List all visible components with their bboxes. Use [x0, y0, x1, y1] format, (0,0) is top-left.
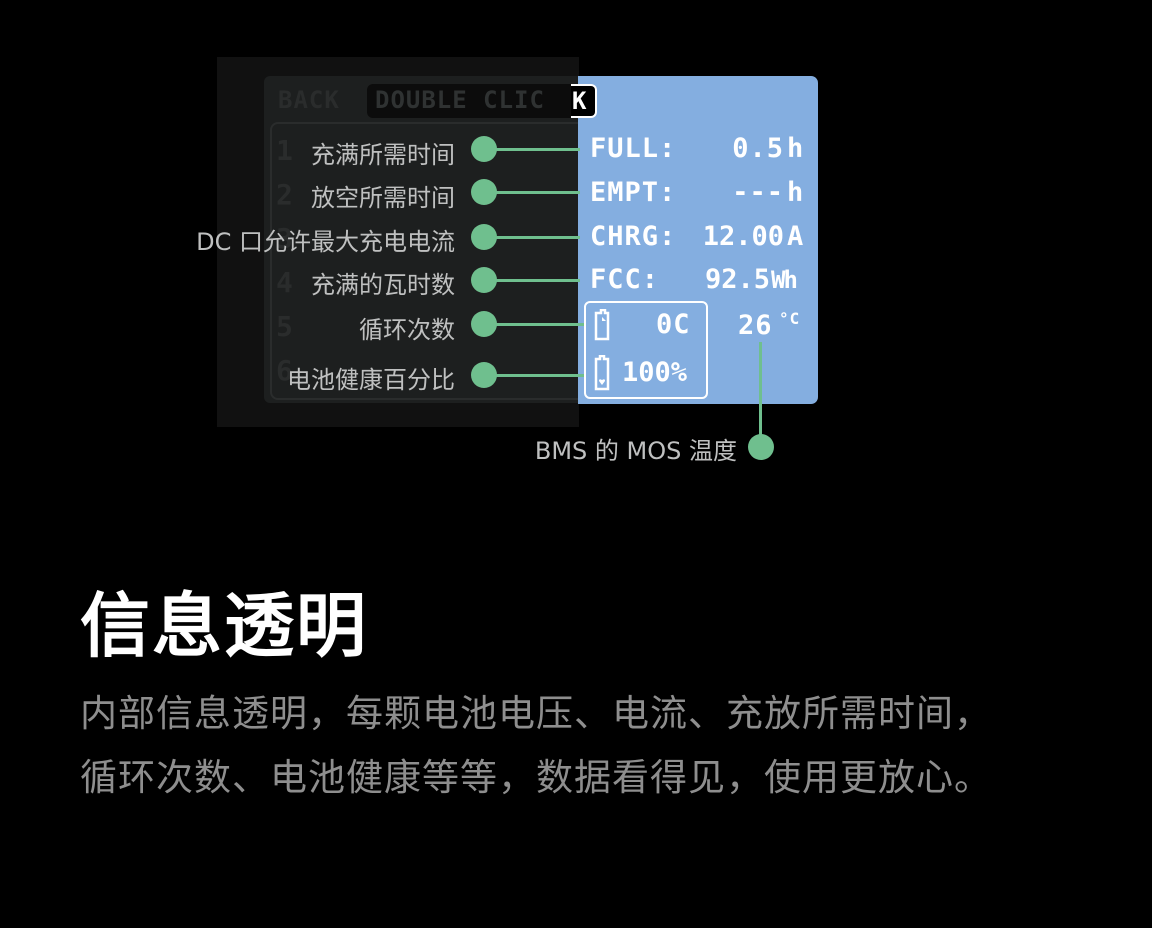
marker-dot-cycles	[471, 311, 497, 337]
full-unit: h	[787, 133, 805, 164]
charge-unit: A	[787, 221, 805, 252]
charge-value: 12.00	[702, 221, 784, 252]
double-click-label: DOUBLE CLIC	[367, 84, 596, 118]
description-line-1: 内部信息透明，每颗电池电压、电流、充放所需时间，	[80, 692, 992, 735]
marker-dot-fcc	[471, 267, 497, 293]
section-description: 内部信息透明，每颗电池电压、电流、充放所需时间， 循环次数、电池健康等等，数据看…	[80, 682, 1080, 810]
ghost-row-2: 2	[276, 178, 293, 211]
empty-value: ---	[732, 177, 784, 208]
marker-dot-full	[471, 136, 497, 162]
marker-dot-dc	[471, 224, 497, 250]
dimmed-inner-frame	[270, 122, 578, 400]
ghost-row-4: 4	[276, 266, 293, 299]
annotation-dc-current: DC 口允许最大充电电流	[196, 228, 455, 256]
connector-line-temp	[759, 342, 762, 448]
info-screen	[578, 76, 818, 404]
battery-charge-icon	[594, 309, 610, 341]
annotation-empty-time: 放空所需时间	[311, 184, 455, 212]
full-label: FULL:	[590, 133, 677, 164]
section-title: 信息透明	[80, 585, 368, 667]
fcc-label: FCC:	[590, 264, 660, 295]
connector-line-health	[484, 374, 584, 377]
description-line-2: 循环次数、电池健康等等，数据看得见，使用更放心。	[80, 756, 992, 799]
annotation-cycles: 循环次数	[359, 316, 455, 344]
marker-dot-temp	[748, 434, 774, 460]
double-click-highlight: K	[571, 84, 597, 118]
ghost-row-6: 6	[276, 354, 293, 387]
ghost-row-3: 3	[276, 222, 293, 255]
back-label: BACK	[278, 86, 340, 114]
battery-info-box	[584, 301, 708, 399]
fcc-value: 92.5	[704, 264, 770, 295]
annotation-full-wh: 充满的瓦时数	[311, 271, 455, 299]
cycle-count: 0C	[656, 309, 691, 340]
marker-dot-empty	[471, 179, 497, 205]
ghost-row-1: 1	[276, 134, 293, 167]
marker-dot-health	[471, 362, 497, 388]
annotation-full-time: 充满所需时间	[311, 141, 455, 169]
health-percent: 100%	[622, 357, 688, 388]
empty-unit: h	[787, 177, 805, 208]
empty-label: EMPT:	[590, 177, 677, 208]
connector-line-empty	[484, 191, 580, 194]
ghost-row-5: 5	[276, 310, 293, 343]
annotation-mos-temp: BMS 的 MOS 温度	[534, 437, 737, 465]
annotation-health: 电池健康百分比	[287, 366, 455, 394]
dimmed-screen	[264, 76, 578, 403]
connector-line-cycles	[484, 323, 584, 326]
connector-line-fcc	[484, 279, 580, 282]
charge-label: CHRG:	[590, 221, 677, 252]
temperature-unit: °C	[779, 309, 801, 328]
fcc-unit: Wh	[771, 266, 798, 294]
temperature-value: 26	[738, 310, 773, 341]
battery-health-icon	[594, 355, 610, 391]
connector-line-dc	[484, 236, 580, 239]
full-value: 0.5	[732, 133, 784, 164]
connector-line-full	[484, 148, 580, 151]
